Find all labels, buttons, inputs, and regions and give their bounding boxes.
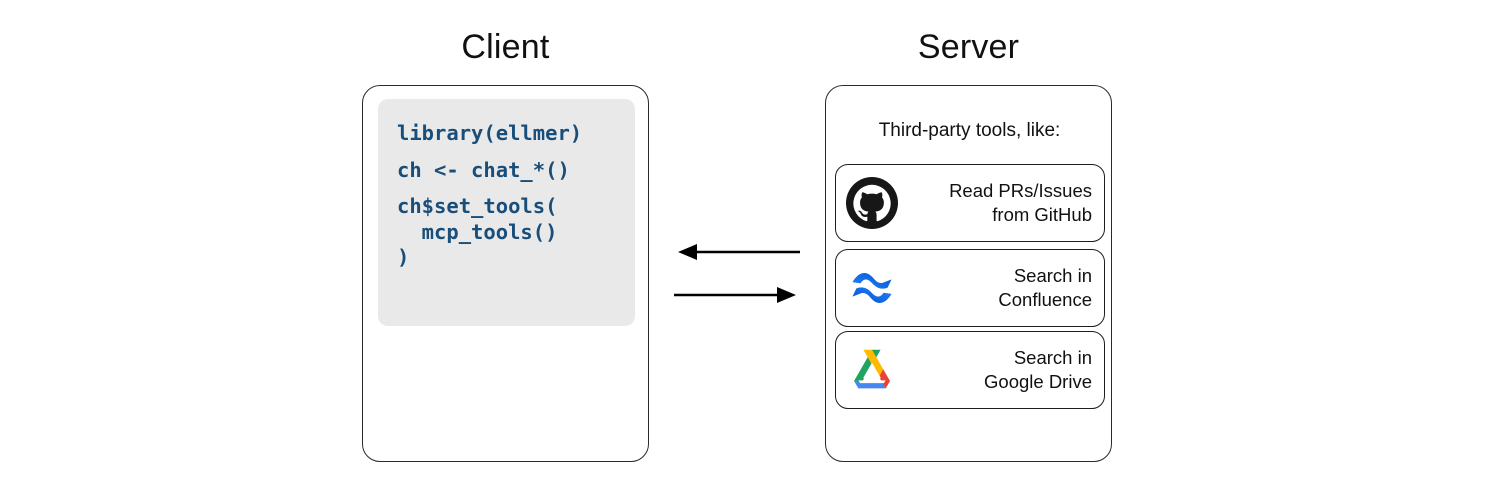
- tool-label-line1: Search in: [1013, 347, 1092, 369]
- code-line-4: mcp_tools(): [397, 219, 558, 244]
- code-line-3: ch$set_tools(: [397, 194, 558, 218]
- code-line-1: library(ellmer): [397, 121, 583, 145]
- tool-label-github: Read PRs/Issues from GitHub: [900, 179, 1094, 226]
- tool-label-confluence: Search in Confluence: [900, 264, 1094, 311]
- tool-label-line2: from GitHub: [992, 204, 1092, 225]
- google-drive-icon: [844, 342, 900, 398]
- server-column-title: Server: [917, 28, 1020, 66]
- code-line-5: ): [397, 245, 410, 269]
- client-panel: library(ellmer) ch <- chat_*() ch$set_to…: [362, 85, 649, 462]
- code-line-2: ch <- chat_*(): [397, 157, 570, 182]
- tool-card-github[interactable]: Read PRs/Issues from GitHub: [835, 164, 1105, 242]
- third-party-tools-caption: Third-party tools, like:: [878, 120, 1061, 141]
- arrow-client-to-server: [674, 287, 796, 303]
- connector-arrows: [672, 240, 802, 312]
- tool-label-google-drive: Search in Google Drive: [900, 346, 1094, 393]
- github-icon: [844, 175, 900, 231]
- tool-card-google-drive[interactable]: Search in Google Drive: [835, 331, 1105, 409]
- client-column-title: Client: [461, 28, 550, 66]
- tool-label-line2: Google Drive: [984, 371, 1092, 392]
- confluence-icon: [844, 260, 900, 316]
- tool-label-line2: Confluence: [998, 289, 1092, 310]
- arrow-server-to-client: [678, 244, 800, 260]
- server-panel: Third-party tools, like: Read PRs/Issues…: [825, 85, 1112, 462]
- tool-card-confluence[interactable]: Search in Confluence: [835, 249, 1105, 327]
- tool-label-line1: Search in: [1013, 265, 1092, 287]
- client-code-block: library(ellmer) ch <- chat_*() ch$set_to…: [378, 99, 635, 326]
- tool-label-line1: Read PRs/Issues: [949, 180, 1092, 202]
